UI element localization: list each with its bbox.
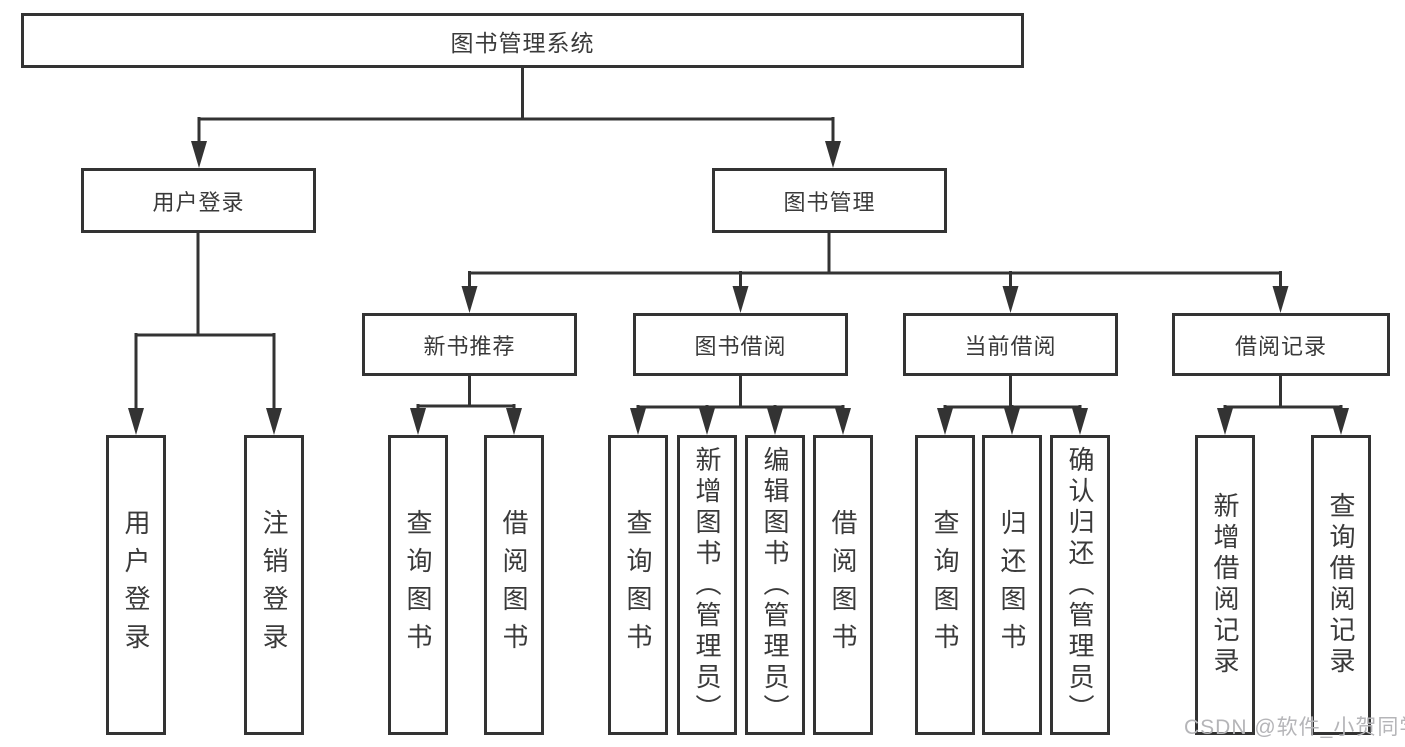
leaf-borrow-books-recommend-label: 借阅图书 <box>499 509 529 661</box>
connector-root <box>197 66 835 146</box>
leaf-query-books-current-label: 查询图书 <box>930 509 960 661</box>
node-library-system-label: 图书管理系统 <box>450 29 595 56</box>
leaf-query-books-borrow: 查询图书 <box>608 435 668 735</box>
leaf-query-books-borrow-label: 查询图书 <box>623 509 653 661</box>
leaf-logout-label: 注销登录 <box>259 509 289 661</box>
connector-records <box>1223 374 1343 412</box>
leaf-add-book-admin-label: 新增图书（管理员） <box>692 445 722 725</box>
node-library-system: 图书管理系统 <box>21 13 1024 68</box>
leaf-user-login-label: 用户登录 <box>121 509 151 661</box>
connector-new-book <box>416 374 516 412</box>
node-user-login-label: 用户登录 <box>152 189 245 215</box>
leaf-borrow-books: 借阅图书 <box>813 435 873 735</box>
csdn-watermark: CSDN @软件_小贺同学 <box>1184 716 1405 739</box>
leaf-add-borrow-record-label: 新增借阅记录 <box>1210 492 1240 678</box>
connector-book-mgmt <box>468 231 1282 291</box>
node-new-book-recommend: 新书推荐 <box>362 313 577 376</box>
connector-current <box>943 374 1082 412</box>
leaf-query-borrow-record-label: 查询借阅记录 <box>1326 492 1356 678</box>
leaf-borrow-books-label: 借阅图书 <box>828 509 858 661</box>
leaf-query-borrow-record: 查询借阅记录 <box>1311 435 1371 735</box>
node-current-borrowing: 当前借阅 <box>903 313 1118 376</box>
leaf-confirm-return-admin: 确认归还（管理员） <box>1050 435 1110 735</box>
node-book-borrowing: 图书借阅 <box>633 313 848 376</box>
node-borrow-records: 借阅记录 <box>1172 313 1390 376</box>
leaf-logout: 注销登录 <box>244 435 304 735</box>
arrowheads <box>128 141 1349 435</box>
node-new-book-recommend-label: 新书推荐 <box>423 333 516 359</box>
node-current-borrowing-label: 当前借阅 <box>964 333 1057 359</box>
leaf-edit-book-admin: 编辑图书（管理员） <box>745 435 805 735</box>
leaf-add-borrow-record: 新增借阅记录 <box>1195 435 1255 735</box>
leaf-query-books-recommend-label: 查询图书 <box>403 509 433 661</box>
node-user-login: 用户登录 <box>81 168 316 233</box>
leaf-return-book-label: 归还图书 <box>997 509 1027 661</box>
node-borrow-records-label: 借阅记录 <box>1234 333 1327 359</box>
node-book-management-label: 图书管理 <box>783 189 876 215</box>
leaf-borrow-books-recommend: 借阅图书 <box>484 435 544 735</box>
leaf-return-book: 归还图书 <box>982 435 1042 735</box>
node-book-management: 图书管理 <box>712 168 947 233</box>
leaf-query-books-current: 查询图书 <box>915 435 975 735</box>
connector-book-borrow <box>636 374 845 412</box>
leaf-confirm-return-admin-label: 确认归还（管理员） <box>1065 445 1095 725</box>
leaf-edit-book-admin-label: 编辑图书（管理员） <box>760 445 790 725</box>
connector-user-login <box>134 231 276 412</box>
node-book-borrowing-label: 图书借阅 <box>694 333 787 359</box>
leaf-add-book-admin: 新增图书（管理员） <box>677 435 737 735</box>
leaf-user-login: 用户登录 <box>106 435 166 735</box>
leaf-query-books-recommend: 查询图书 <box>388 435 448 735</box>
